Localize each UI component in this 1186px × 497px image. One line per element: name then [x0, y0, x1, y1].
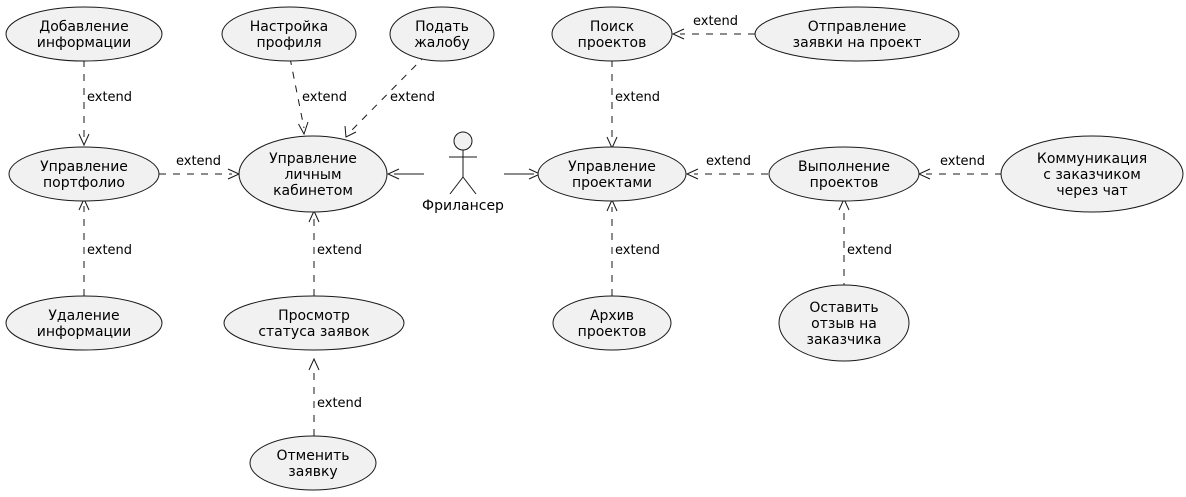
- use-case-label-line: проектов: [810, 175, 879, 191]
- relation-portfolio-to-cabinet: [159, 168, 241, 180]
- use-case-label-line: через чат: [1056, 183, 1127, 199]
- use-case-label-line: проектов: [578, 324, 647, 340]
- use-case-label-line: заявки на проект: [793, 35, 922, 51]
- label-status-cabinet: extend: [317, 243, 362, 258]
- use-case-label-line: Поиск: [590, 19, 634, 35]
- label-review-execute: extend: [847, 243, 892, 258]
- relation-add-info-to-portfolio: [78, 60, 90, 147]
- use-case-label-line: портфолио: [43, 175, 125, 191]
- actor-freelancer[interactable]: Фрилансер: [422, 131, 504, 214]
- use-case-label-line: заявку: [288, 464, 337, 480]
- relation-comm-to-execute: [917, 168, 1002, 180]
- use-case-label-line: Выполнение: [798, 159, 890, 175]
- label-send-search: extend: [693, 14, 738, 29]
- use-case-label-line: информации: [37, 324, 132, 340]
- use-case-label-line: Отменить: [276, 448, 349, 464]
- relation-profile-to-cabinet: [289, 57, 309, 136]
- use-case-label-line: Управление: [269, 151, 357, 167]
- use-case-label-line: проектами: [572, 175, 652, 191]
- association-actor-to-cabinet: [386, 168, 424, 180]
- relation-send-to-search: [671, 28, 755, 40]
- use-case-label-line: Настройка: [250, 19, 329, 35]
- relation-cancel-to-status: [308, 357, 320, 436]
- label-profile-cabinet: extend: [302, 90, 347, 105]
- label-archive-manage: extend: [615, 243, 660, 258]
- label-portfolio-cabinet: extend: [176, 154, 221, 169]
- use-case-label-line: жалобу: [414, 35, 470, 51]
- use-case-label-line: заказчика: [807, 332, 882, 348]
- actor-label: Фрилансер: [422, 198, 504, 214]
- use-case-label-line: Коммуникация: [1037, 151, 1147, 167]
- label-delete-portfolio: extend: [87, 243, 132, 258]
- relation-execute-to-manage: [685, 168, 768, 180]
- label-add-info-portfolio: extend: [87, 90, 132, 105]
- label-cancel-status: extend: [317, 396, 362, 411]
- label-execute-manage: extend: [706, 154, 751, 169]
- association-actor-to-projects: [504, 168, 542, 180]
- use-case-label-line: статуса заявок: [258, 324, 369, 340]
- use-case-label-line: Добавление: [39, 19, 128, 35]
- use-case-label-line: Удаление: [48, 308, 119, 324]
- actor-stick-figure-icon: [449, 131, 477, 195]
- use-case-label-line: Оставить: [809, 300, 878, 316]
- use-case-label-line: Управление: [40, 159, 128, 175]
- use-case-label-line: Просмотр: [278, 308, 350, 324]
- relation-complaint-to-cabinet: [344, 54, 427, 138]
- use-case-label-line: кабинетом: [273, 183, 353, 199]
- use-case-label-line: профиля: [256, 35, 321, 51]
- label-comm-execute: extend: [940, 154, 985, 169]
- use-case-label-line: Управление: [568, 159, 656, 175]
- use-case-label-line: с заказчиком: [1043, 167, 1141, 183]
- use-case-label-line: личным: [284, 167, 341, 183]
- label-complaint-cabinet: extend: [390, 90, 435, 105]
- use-case-label-line: информации: [37, 35, 132, 51]
- use-case-label-line: проектов: [578, 35, 647, 51]
- label-search-manage: extend: [615, 90, 660, 105]
- use-case-label-line: Отправление: [808, 19, 906, 35]
- use-case-label-line: Архив: [590, 308, 634, 324]
- use-case-label-line: отзыв на: [811, 316, 877, 332]
- use-case-label-line: Подать: [415, 19, 469, 35]
